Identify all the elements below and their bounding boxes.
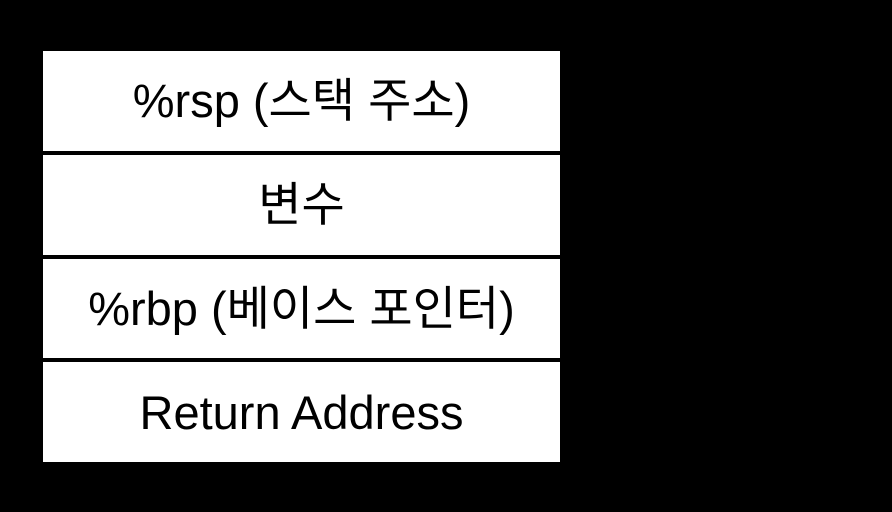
stack-row-rsp: %rsp (스택 주소) — [43, 51, 560, 151]
stack-row-return-address-label: Return Address — [139, 385, 464, 439]
stack-row-variable: 변수 — [43, 150, 560, 255]
stack-memory-table: %rsp (스택 주소) 변수 %rbp (베이스 포인터) Return Ad… — [43, 51, 560, 462]
stack-row-rsp-label: %rsp (스택 주소) — [132, 74, 471, 128]
stack-row-return-address: Return Address — [43, 358, 560, 462]
stack-row-rbp-label: %rbp (베이스 포인터) — [88, 281, 515, 335]
stack-row-variable-label: 변수 — [258, 178, 345, 232]
stack-row-rbp: %rbp (베이스 포인터) — [43, 254, 560, 359]
